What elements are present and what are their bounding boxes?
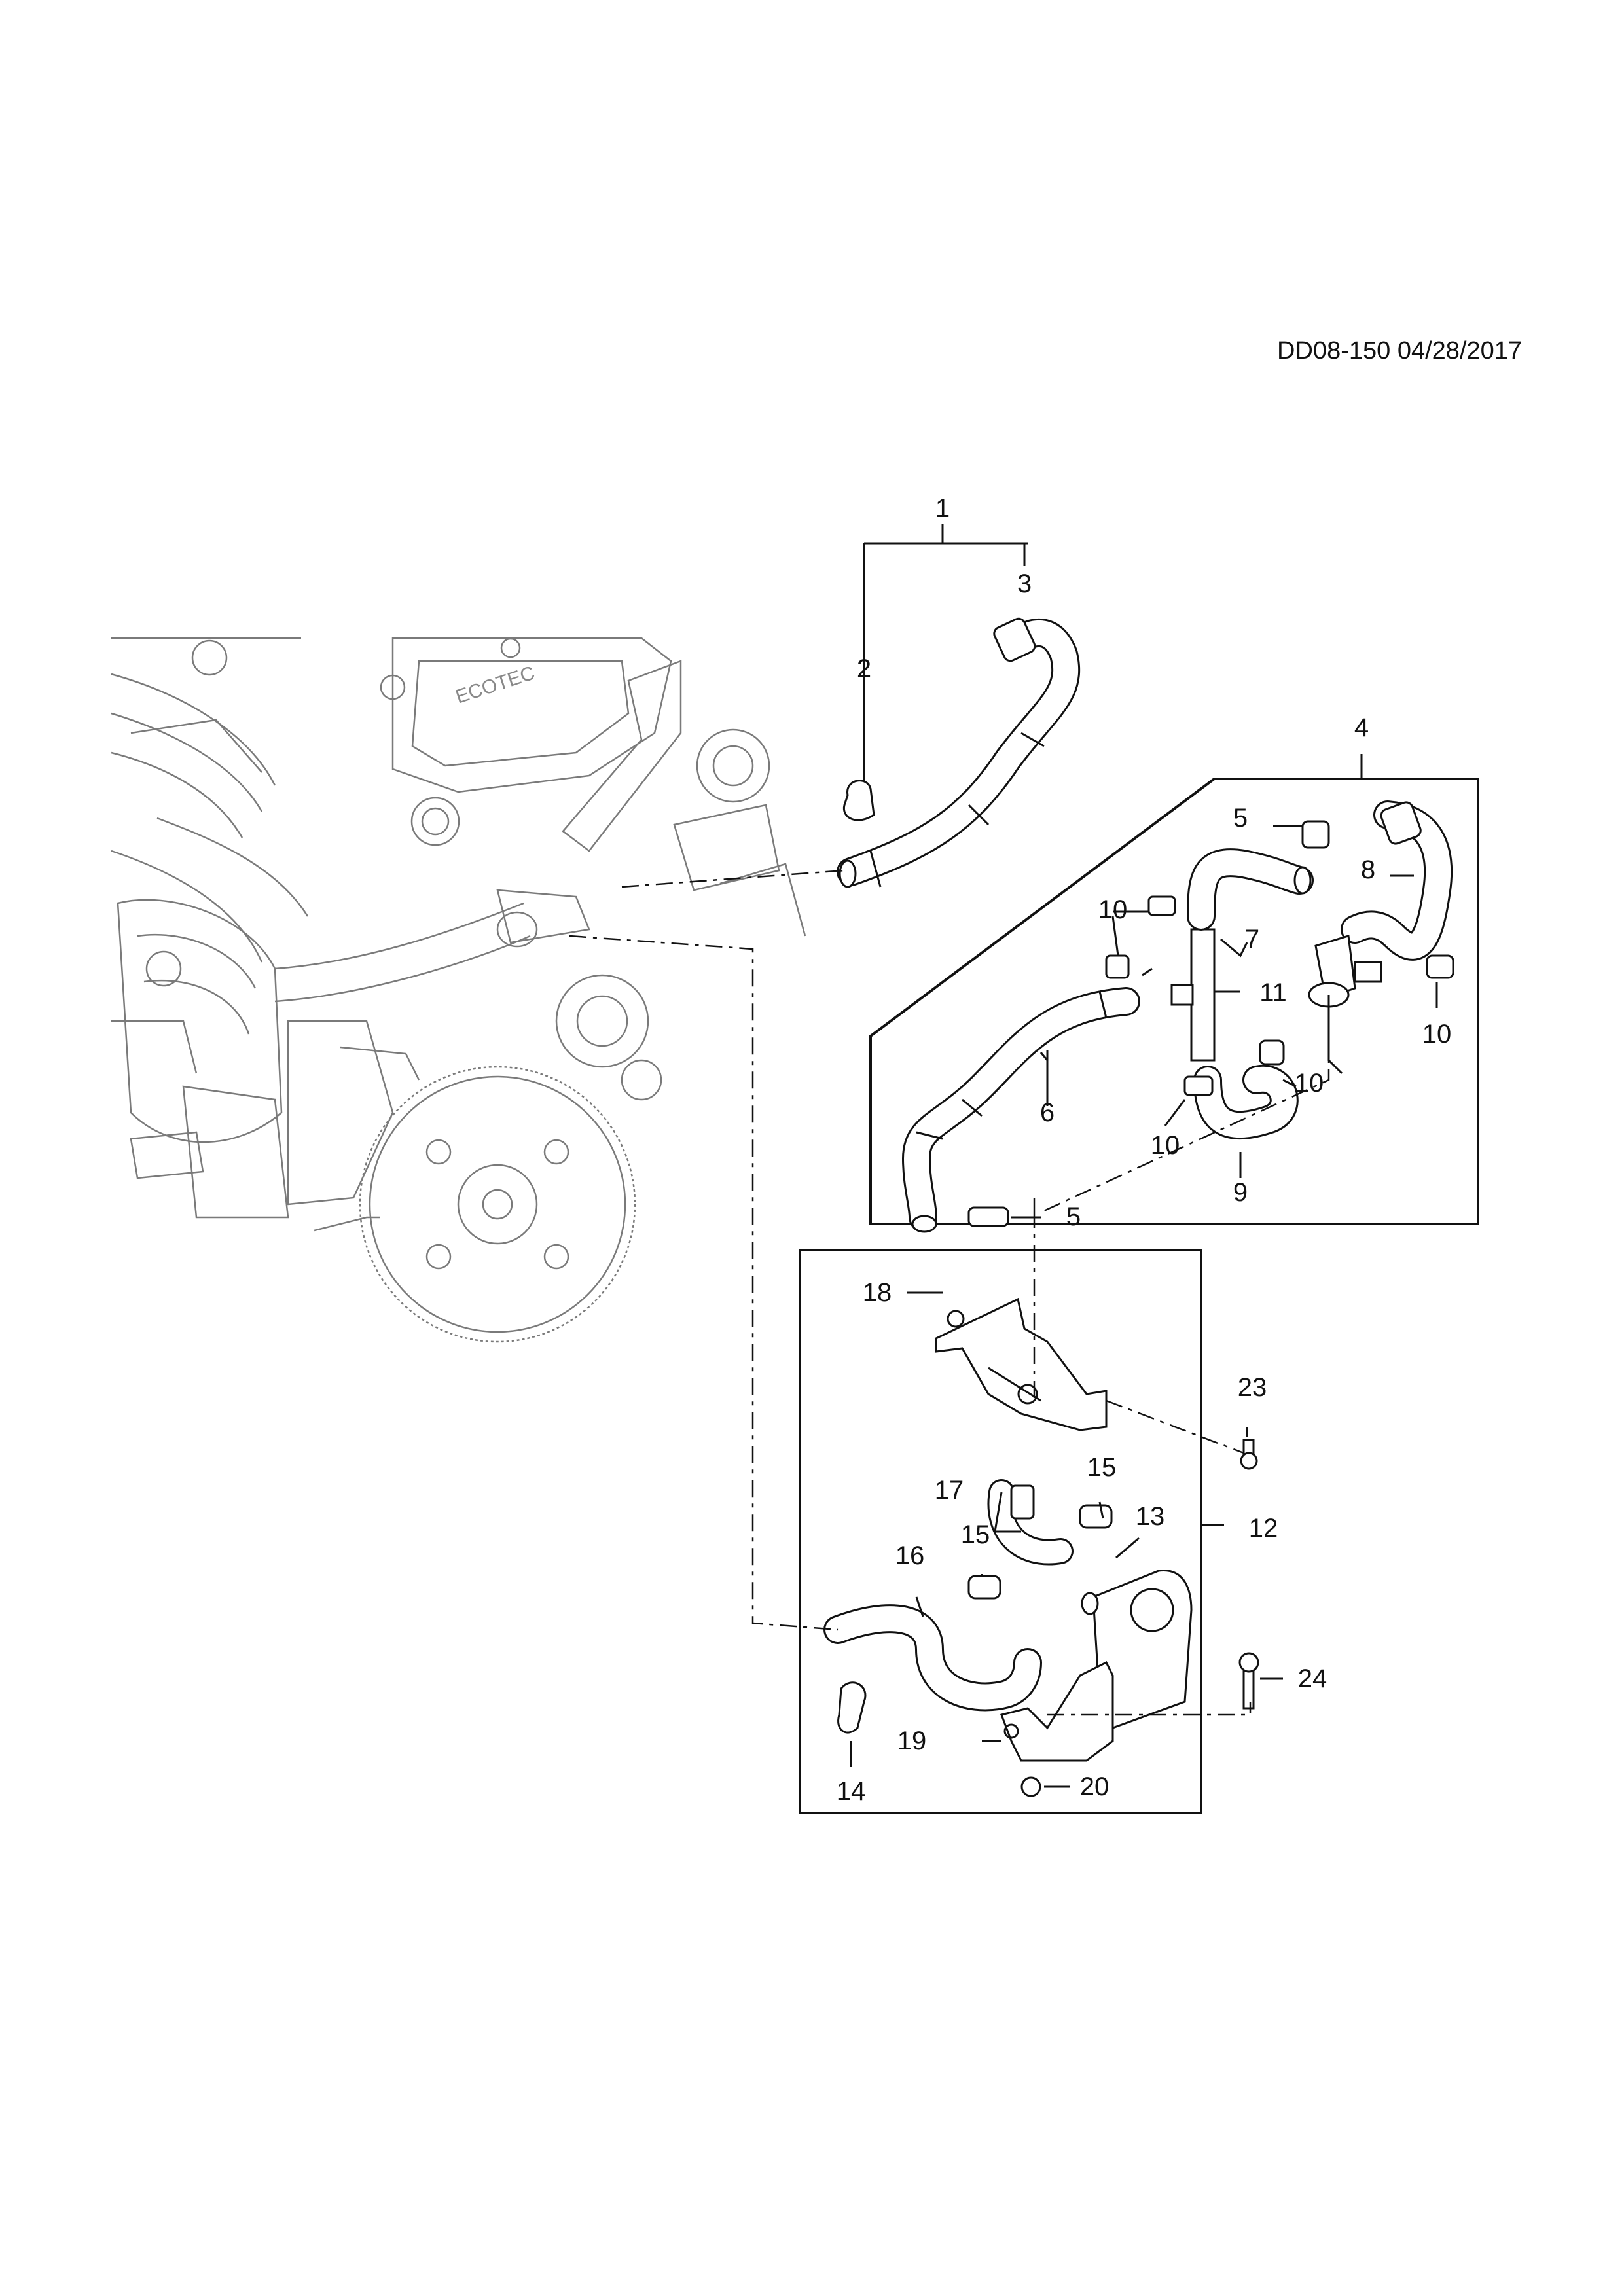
connection-lines: [569, 869, 1330, 1716]
hose-assembly-1: [837, 524, 1081, 888]
callout-10-a: 10: [1098, 895, 1128, 924]
callout-14: 14: [837, 1777, 866, 1806]
bracket-19: [1000, 1660, 1114, 1762]
callout-4: 4: [1354, 713, 1369, 742]
callout-7: 7: [1245, 925, 1259, 954]
callout-15-b: 15: [961, 1520, 990, 1549]
clamp-10c: [1426, 954, 1454, 979]
engine-illustration: ECOTEC: [111, 637, 806, 1343]
callout-6: 6: [1040, 1098, 1055, 1127]
callout-5-top: 5: [1233, 804, 1248, 833]
connector-17: [1010, 1484, 1035, 1520]
callout-11: 11: [1259, 978, 1287, 1007]
callout-18: 18: [863, 1278, 892, 1307]
callout-13: 13: [1136, 1502, 1165, 1531]
clamp-15a: [1079, 1504, 1113, 1529]
callout-8: 8: [1361, 855, 1375, 884]
clamp-10e: [1183, 1075, 1214, 1096]
clamp-10a: [1147, 895, 1176, 916]
tee-11: [1190, 928, 1216, 1062]
hose-end: [911, 1215, 937, 1233]
callout-2: 2: [857, 655, 871, 683]
box-12: [799, 1249, 1224, 1814]
callout-16: 16: [895, 1541, 925, 1570]
engine-badge: ECOTEC: [453, 662, 537, 708]
callout-9: 9: [1233, 1178, 1248, 1207]
clamp-5b: [967, 1206, 1009, 1227]
callout-15-a: 15: [1087, 1453, 1117, 1482]
box-4: [869, 754, 1479, 1233]
hose-end: [839, 859, 857, 888]
callout-12: 12: [1249, 1514, 1278, 1543]
hose-clamp-8: [1380, 801, 1422, 845]
callout-19: 19: [897, 1727, 927, 1755]
callout-3: 3: [1017, 569, 1032, 598]
clip-14: [837, 1681, 867, 1734]
callout-24: 24: [1298, 1664, 1327, 1693]
callout-labels: 1 2 3 4 5 5 6 7 8 9 10 10 10 10 11 12 13…: [837, 494, 1452, 1806]
callout-20: 20: [1080, 1772, 1110, 1801]
clip-2: [842, 780, 875, 821]
callout-1: 1: [935, 494, 950, 523]
callout-5-bottom: 5: [1066, 1202, 1081, 1231]
nut-20: [1020, 1776, 1041, 1797]
bracket-18: [935, 1297, 1108, 1431]
clamp-15b: [967, 1575, 1001, 1600]
callout-17: 17: [935, 1476, 964, 1505]
clamp-10d: [1259, 1039, 1285, 1066]
clamp-5a: [1301, 820, 1330, 849]
diagram-code: DD08-150 04/28/2017: [1277, 337, 1522, 365]
clamp-10b: [1105, 954, 1130, 979]
hose-clamp-3: [993, 617, 1036, 662]
fasteners: [1238, 1427, 1283, 1710]
callout-23: 23: [1238, 1373, 1267, 1402]
callout-10-b: 10: [1422, 1020, 1452, 1049]
callout-10-c: 10: [1295, 1069, 1324, 1098]
callout-10-d: 10: [1151, 1131, 1180, 1160]
nut-18: [947, 1310, 965, 1328]
